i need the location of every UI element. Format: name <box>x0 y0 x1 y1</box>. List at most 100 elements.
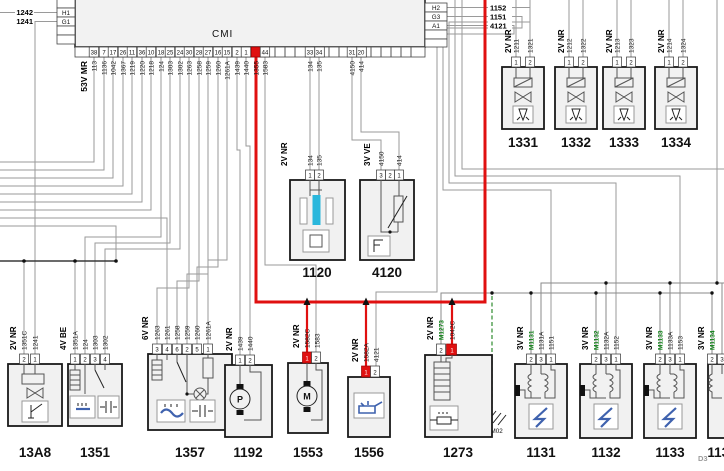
wire-1367 <box>0 57 124 187</box>
pump-symbol-letter: P <box>237 395 243 405</box>
svg-text:1367: 1367 <box>121 61 128 76</box>
red-bus-main <box>254 0 487 304</box>
terminal <box>303 407 311 412</box>
svg-text:1303: 1303 <box>93 335 100 350</box>
cmi-title: CMI <box>212 29 233 40</box>
cmi-pin: 2 1439 <box>231 46 243 76</box>
svg-text:124: 124 <box>159 61 166 72</box>
svg-text:414: 414 <box>397 155 404 166</box>
svg-text:10: 10 <box>148 51 155 57</box>
device-code: 1334 <box>661 135 692 150</box>
wire-1440 <box>245 57 251 355</box>
type-label: 2V NR <box>280 142 289 166</box>
ht-terminal <box>580 385 585 396</box>
svg-text:1: 1 <box>514 61 518 67</box>
type-label: 3V NR <box>645 326 654 350</box>
wire-1263 <box>156 57 190 344</box>
wire-1219 <box>0 57 133 195</box>
svg-text:1: 1 <box>308 174 312 180</box>
svg-text:2: 2 <box>529 358 533 364</box>
svg-text:1: 1 <box>206 348 210 354</box>
svg-text:2: 2 <box>317 174 321 180</box>
svg-text:1439: 1439 <box>235 61 242 76</box>
type-label: 2V NR <box>605 29 614 53</box>
wire-harness <box>0 0 724 366</box>
wire-injector-feeds <box>515 0 684 57</box>
svg-text:1322: 1322 <box>581 38 588 53</box>
svg-text:1439: 1439 <box>238 336 245 351</box>
svg-text:1261A: 1261A <box>206 321 213 340</box>
junction-dot <box>594 291 598 295</box>
injector-coil <box>566 77 586 88</box>
svg-text:2: 2 <box>710 358 714 364</box>
device-code: 13A8 <box>19 445 52 460</box>
device-code: 1553 <box>293 445 324 460</box>
svg-text:2: 2 <box>235 51 239 57</box>
svg-text:1260: 1260 <box>195 325 202 340</box>
svg-text:1: 1 <box>567 61 571 67</box>
injector-icon <box>516 108 530 122</box>
svg-text:1: 1 <box>73 358 77 364</box>
svg-text:M1133: M1133 <box>658 330 665 350</box>
ht-terminal <box>515 385 520 396</box>
type-label: 3V NR <box>697 326 706 350</box>
device-code: 1192 <box>233 445 262 460</box>
injector-coil <box>614 77 634 88</box>
wire-1154 <box>461 0 724 170</box>
injector-icon <box>669 108 683 122</box>
device-code: 1131 <box>526 445 556 460</box>
stepper-symbol-part <box>325 197 334 225</box>
injector-coil <box>513 77 533 88</box>
svg-text:1042C: 1042C <box>450 321 457 340</box>
label-bg <box>488 21 512 30</box>
type-label: 2V NR <box>504 29 513 53</box>
svg-text:1302: 1302 <box>178 61 185 76</box>
svg-text:28: 28 <box>196 51 203 57</box>
switch-symbol <box>176 361 187 383</box>
device-box <box>707 363 724 439</box>
valve-symbol <box>615 91 633 103</box>
motor-symbol-letter: M <box>303 392 311 402</box>
bus-left-riser <box>0 225 117 261</box>
label-bg <box>15 15 34 24</box>
type-label: 2V NR <box>426 316 435 340</box>
spark-icon <box>532 407 548 428</box>
coil-secondary <box>541 364 556 399</box>
svg-text:1259: 1259 <box>185 325 192 340</box>
coil-primary <box>656 364 671 399</box>
icon-box <box>429 405 459 431</box>
svg-text:1: 1 <box>244 51 248 57</box>
svg-text:1152: 1152 <box>614 336 621 350</box>
type-label: 2V NR <box>9 326 18 350</box>
svg-text:2: 2 <box>388 174 392 180</box>
label-bg <box>488 3 512 12</box>
svg-text:1259: 1259 <box>206 61 213 76</box>
heater-icon <box>160 408 184 418</box>
stepper-motor-symbol <box>309 180 322 196</box>
wire-1261A <box>207 57 228 344</box>
pump-circle <box>229 388 251 410</box>
type-label: 2V NR <box>292 324 301 348</box>
junction-dot <box>490 291 494 295</box>
junction-dot <box>22 259 26 263</box>
svg-text:M1131: M1131 <box>529 330 536 350</box>
type-label: 2V NR <box>557 29 566 53</box>
wire-1583 <box>264 57 317 352</box>
cmi-cell <box>56 34 76 45</box>
wire-124 <box>84 57 162 354</box>
terminal <box>236 384 244 389</box>
terminal <box>236 410 244 415</box>
splice-arrow <box>448 297 456 305</box>
svg-text:1: 1 <box>33 358 37 364</box>
svg-text:1324: 1324 <box>681 38 688 53</box>
svg-text:1440: 1440 <box>244 61 251 76</box>
svg-text:26: 26 <box>120 51 127 57</box>
